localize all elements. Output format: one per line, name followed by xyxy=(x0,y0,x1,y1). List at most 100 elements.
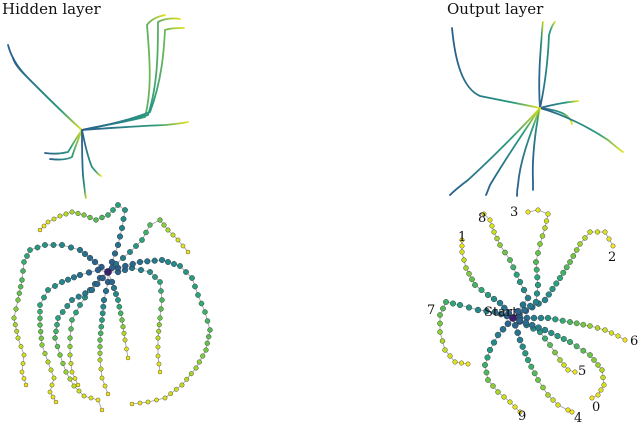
graph-node xyxy=(567,339,573,345)
graph-node xyxy=(12,322,18,328)
graph-node xyxy=(615,333,621,339)
graph-node xyxy=(73,309,79,316)
graph-node xyxy=(63,369,69,375)
graph-node xyxy=(204,340,210,346)
graph-node xyxy=(72,376,78,381)
graph-node xyxy=(14,328,20,334)
graph-node xyxy=(42,351,48,356)
graph-node xyxy=(542,225,548,231)
graph-node xyxy=(93,217,99,223)
output-trajectory-plot xyxy=(449,21,624,197)
graph-node xyxy=(544,314,552,322)
graph-node xyxy=(542,335,548,342)
trajectory-curve xyxy=(516,107,541,197)
graph-node xyxy=(170,232,176,238)
graph-node xyxy=(99,214,105,221)
graph-node xyxy=(38,335,44,341)
graph-node xyxy=(534,274,541,281)
graph-edge xyxy=(483,213,529,319)
graph-node xyxy=(41,294,47,301)
graph-node xyxy=(202,309,208,315)
graph-node xyxy=(99,310,106,317)
graph-node xyxy=(16,290,22,296)
graph-node xyxy=(137,400,143,406)
trajectory-curve xyxy=(539,107,624,153)
graph-node xyxy=(177,263,183,269)
graph-node xyxy=(97,357,103,363)
graph-node xyxy=(519,343,526,350)
graph-node xyxy=(13,306,19,312)
graph-node xyxy=(57,213,63,219)
graph-node xyxy=(122,207,128,213)
graph-node xyxy=(594,229,601,235)
graph-node xyxy=(459,237,465,243)
graph-node xyxy=(47,389,53,395)
graph-node xyxy=(76,246,84,254)
graph-node xyxy=(45,219,51,225)
graph-node xyxy=(113,291,119,297)
graph-node xyxy=(196,359,202,365)
trajectory-curve xyxy=(81,14,166,131)
graph-node xyxy=(69,209,75,215)
graph-node xyxy=(100,296,108,304)
graph-node xyxy=(487,217,493,223)
start-node xyxy=(104,268,112,276)
graph-edge xyxy=(484,317,521,413)
graph-node xyxy=(97,350,103,356)
graph-node xyxy=(547,342,553,348)
graph-node xyxy=(517,409,523,415)
graph-node xyxy=(76,388,82,394)
graph-node xyxy=(158,288,164,294)
graph-node xyxy=(94,280,101,288)
graph-node xyxy=(68,361,74,366)
graph-node xyxy=(601,382,607,388)
graph-node xyxy=(156,322,162,328)
graph-node xyxy=(543,218,550,224)
trajectory-curve xyxy=(485,107,541,196)
graph-node xyxy=(534,281,542,289)
graph-node xyxy=(587,229,593,235)
graph-node xyxy=(499,326,507,333)
graph-node xyxy=(37,308,43,315)
graph-node xyxy=(99,274,106,282)
graph-node xyxy=(491,229,497,235)
graph-node xyxy=(91,258,99,266)
trajectory-curve xyxy=(81,121,189,131)
graph-node xyxy=(537,314,545,322)
graph-node xyxy=(600,374,606,381)
graph-node xyxy=(548,329,555,337)
graph-node xyxy=(179,382,185,388)
graph-node xyxy=(491,308,499,316)
graph-node xyxy=(67,376,73,382)
graph-node xyxy=(54,321,60,328)
graph-node xyxy=(437,329,443,335)
graph-node xyxy=(76,271,84,279)
graph-node xyxy=(11,315,17,321)
graph-node xyxy=(21,376,27,381)
trajectory-curve xyxy=(81,27,185,131)
graph-node xyxy=(114,241,122,249)
graph-node xyxy=(456,301,464,309)
graph-node xyxy=(37,302,43,308)
graph-node xyxy=(112,260,120,268)
branch-label-8: 8 xyxy=(478,211,486,226)
graph-node xyxy=(110,207,116,213)
graph-node xyxy=(69,369,75,375)
graph-node xyxy=(100,303,107,310)
graph-node xyxy=(121,330,127,336)
graph-node xyxy=(99,317,105,323)
graph-node xyxy=(147,222,153,228)
graph-node xyxy=(565,367,571,373)
graph-node xyxy=(513,271,520,278)
graph-node xyxy=(490,383,496,389)
graph-node xyxy=(466,270,472,277)
graph-node xyxy=(99,407,105,413)
graph-node xyxy=(116,233,124,240)
hidden-graph xyxy=(11,202,213,413)
graph-node xyxy=(117,310,124,316)
trajectory-curve xyxy=(538,21,544,109)
graph-node xyxy=(567,259,573,265)
graph-edge xyxy=(108,267,163,373)
trajectory-curve xyxy=(531,107,541,191)
graph-node xyxy=(86,254,94,262)
